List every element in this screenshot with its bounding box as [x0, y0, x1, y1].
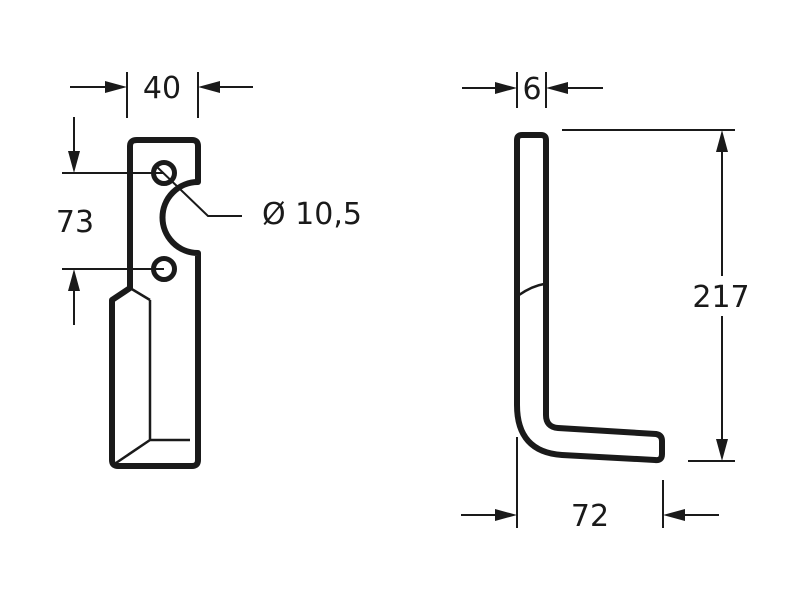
- thickness-arrow-left: [495, 82, 517, 94]
- side-view: 6 217 72: [461, 72, 750, 534]
- side-bend-line: [518, 282, 545, 297]
- front-view: 40 73 Ø 10,5: [56, 71, 362, 469]
- hole-spacing-arrow-bottom: [68, 269, 80, 291]
- height-arrow-top: [716, 130, 728, 152]
- hole-spacing-arrow-top: [68, 151, 80, 173]
- thickness-label: 6: [522, 72, 541, 107]
- length-arrow-left: [495, 509, 517, 521]
- width-label: 40: [143, 71, 181, 106]
- height-arrow-bottom: [716, 439, 728, 461]
- hole-spacing-label: 73: [56, 205, 94, 240]
- width-arrow-right: [198, 81, 220, 93]
- length-label: 72: [571, 499, 609, 534]
- front-bevel-line: [115, 286, 190, 465]
- length-arrow-right: [663, 509, 685, 521]
- hole-diameter-label: Ø 10,5: [262, 197, 362, 232]
- side-blade-outline: [514, 132, 665, 464]
- thickness-arrow-right: [546, 82, 568, 94]
- hole-diameter-leader: [155, 165, 242, 217]
- front-blade-outline: [109, 137, 201, 469]
- height-label: 217: [692, 280, 749, 315]
- width-arrow-left: [105, 81, 127, 93]
